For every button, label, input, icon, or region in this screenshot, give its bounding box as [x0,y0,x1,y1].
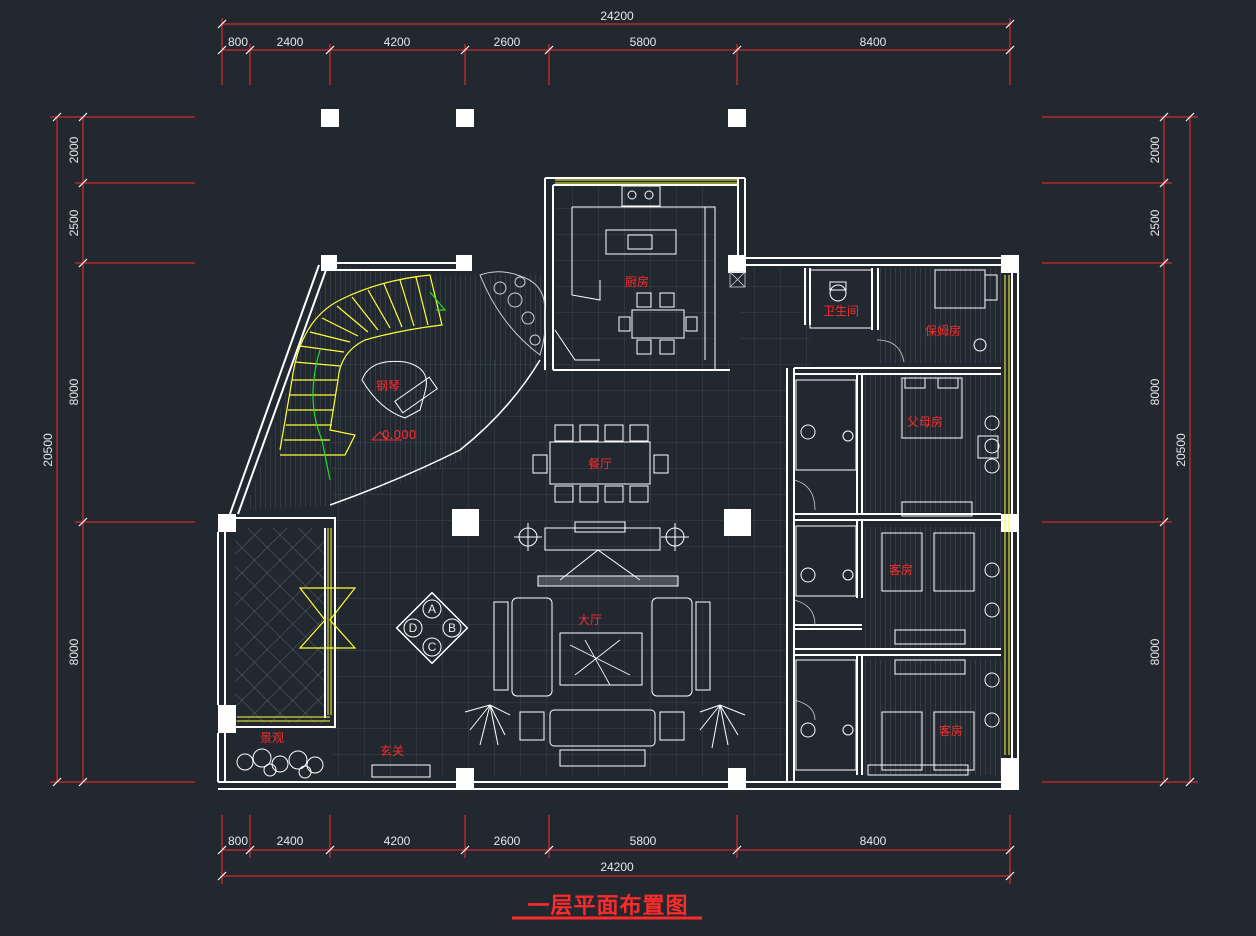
room-label-living-hall: 大厅 [578,613,602,627]
dim-left-seg-2: 2500 [67,209,81,236]
dim-top-seg-5: 5800 [630,35,657,49]
room-label-landscape: 景观 [260,731,284,745]
room-label-piano: 钢琴 [376,379,400,393]
sideboard [514,521,689,581]
dim-right-seg-3: 8000 [1148,378,1162,405]
dim-bottom-seg-5: 5800 [630,834,657,848]
dim-bottom-seg-4: 2600 [494,834,521,848]
kitchen-furniture [554,185,716,370]
bathroom-fixtures [795,269,873,771]
dim-right-seg-1: 2000 [1148,136,1162,163]
dim-top-seg-4: 2600 [494,35,521,49]
piano [361,360,438,419]
compass-b: B [448,621,456,635]
dim-bottom-total: 24200 [600,860,634,874]
dim-bottom-seg-6: 8400 [860,834,887,848]
room-label-bathroom: 卫生间 [823,304,859,318]
room-label-guest-room-1: 客房 [889,562,913,577]
landscape-bushes [236,748,324,779]
dining-table [532,424,669,503]
room-label-entrance: 玄关 [380,743,404,758]
dim-left-seg-3: 8000 [67,378,81,405]
stair-landscape [479,271,546,356]
living-room-sofa-set [493,575,711,767]
room-label-guest-room-2: 客房 [939,723,963,738]
stair-walk-line [312,349,331,481]
dim-top-total: 24200 [600,9,634,23]
room-label-nanny-room: 保姆房 [925,323,961,338]
dim-top-seg-1: 800 [228,35,248,49]
dim-right-seg-4: 8000 [1148,638,1162,665]
compass-a: A [428,602,436,616]
bedroom-furniture [867,269,1000,776]
dim-top-seg-3: 4200 [384,35,411,49]
compass-c: C [428,640,437,654]
drawing-title: 一层平面布置图 [527,893,688,919]
dim-right-total: 20500 [1174,433,1188,467]
landscape-feature [298,587,357,649]
stair-platform-edge [329,359,541,506]
dim-top-seg-6: 8400 [860,35,887,49]
room-label-parents-room: 父母房 [907,414,943,429]
structural-columns [218,109,1019,790]
compass-d: D [409,621,418,635]
stair-arrow [429,291,447,311]
door-swings [729,271,905,721]
room-label-kitchen: 厨房 [625,274,649,289]
dim-bottom-seg-3: 4200 [384,834,411,848]
room-label-dining: 餐厅 [588,456,612,471]
plants [464,704,746,749]
dimension-ticks [52,19,1195,881]
compass-marker [395,591,469,665]
floor-fills [235,185,1002,775]
dim-left-total: 20500 [41,433,55,467]
dim-top-seg-2: 2400 [277,35,304,49]
dim-right-seg-2: 2500 [1148,209,1162,236]
dim-bottom-seg-1: 800 [228,834,248,848]
dim-bottom-seg-2: 2400 [277,834,304,848]
entrance-shoe-cabinet [371,764,431,778]
level-marker-symbol [371,431,402,441]
dim-left-seg-4: 8000 [67,638,81,665]
windows [237,179,1010,755]
level-marker-text: 0.000 [382,428,416,442]
dim-left-seg-1: 2000 [67,136,81,163]
